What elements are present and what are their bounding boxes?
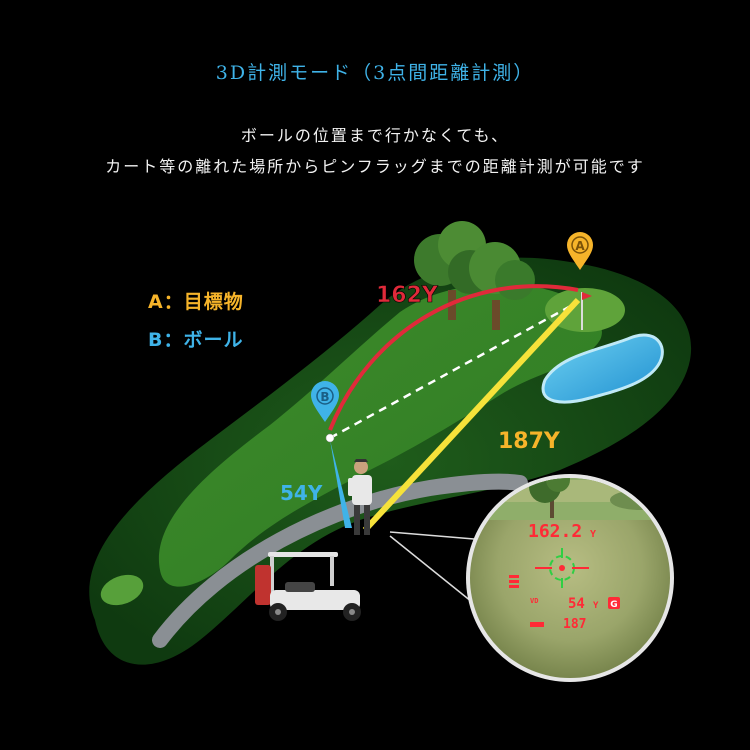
distance-label-187y: 187Y	[498, 429, 561, 454]
putting-green	[545, 288, 625, 332]
player-figure	[348, 459, 372, 535]
readout-mid-value: 54	[568, 596, 585, 612]
fairway	[158, 284, 602, 587]
marker-b-pin-icon: B	[311, 381, 339, 422]
crosshair-icon	[535, 548, 589, 588]
marker-a-letter: A	[575, 239, 585, 253]
readout-mid-badge: G	[610, 600, 617, 610]
distance-label-162y: 162Y	[376, 283, 439, 308]
legend-b-ball: B：ボール	[148, 329, 244, 351]
marker-b-letter: B	[320, 390, 329, 404]
arc-ball-to-target	[328, 284, 579, 431]
pin-flag	[581, 292, 592, 330]
golf-cart	[255, 552, 361, 621]
readout-bottom-value: 187	[563, 617, 586, 632]
description-line-1: ボールの位置まで行かなくても、	[240, 126, 510, 145]
readout-mid-unit: Y	[593, 601, 599, 611]
water-hazard	[541, 333, 664, 404]
dashed-line-ball-to-pin	[329, 300, 579, 440]
battery-icon	[530, 622, 544, 627]
marker-a-pin-icon: A	[567, 232, 593, 270]
mode-indicator-icon	[509, 575, 519, 588]
readout-top-value: 162.2	[528, 521, 582, 542]
viewfinder-leader-top	[389, 531, 487, 541]
distance-label-54y: 54Y	[280, 481, 323, 505]
line-player-to-pin	[362, 297, 581, 533]
readout-top-unit: Y	[590, 529, 596, 540]
page-title: 3D計測モード（3点間距離計測）	[215, 62, 535, 84]
readout-left-small: VD	[530, 597, 538, 605]
viewfinder-leader-bottom	[389, 535, 483, 611]
cart-path	[152, 473, 528, 648]
golf-ball	[325, 433, 335, 443]
rangefinder-viewfinder: 162.2 Y 54 Y G 187 VD	[466, 474, 674, 682]
legend-a-target: A：目標物	[148, 291, 244, 313]
description-line-2: カート等の離れた場所からピンフラッグまでの距離計測が可能です	[105, 157, 645, 176]
rough-patch	[100, 574, 144, 606]
readout-badge-box	[608, 597, 620, 609]
line-player-to-ball	[330, 440, 352, 528]
